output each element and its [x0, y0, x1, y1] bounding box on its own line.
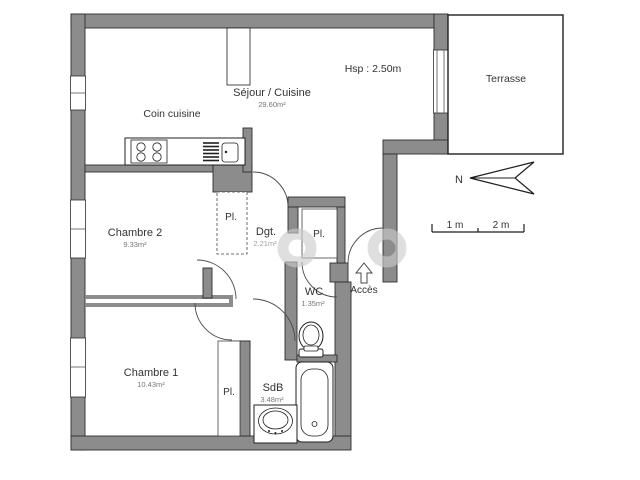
- bathtub-icon: [295, 361, 334, 443]
- dgt-area: 2.21m²: [253, 239, 277, 248]
- scale-1m-label: 1 m: [447, 220, 464, 231]
- scale-2m-label: 2 m: [493, 220, 510, 231]
- door-arc-sdb: [252, 298, 296, 342]
- closet-hall-label: Pl.: [225, 212, 237, 223]
- interior-walls: [84, 127, 346, 437]
- closet-hall: [216, 191, 248, 255]
- window-sejour: [70, 75, 86, 111]
- sdb-label: SdB: [263, 382, 284, 394]
- kitchen-sink-icon: [221, 142, 239, 163]
- wall-right-mid: [382, 153, 398, 283]
- closet-chambre1: [217, 340, 241, 437]
- ceiling-height-label: Hsp : 2.50m: [345, 63, 402, 75]
- north-label: N: [455, 174, 463, 186]
- door-arc-entrance: [347, 227, 384, 264]
- wall-sejour-chambre2: [84, 164, 214, 173]
- door-arc-dgt: [252, 171, 289, 208]
- wall-chambres-divider-b: [85, 303, 233, 307]
- door-arc-wc: [301, 261, 338, 298]
- kitchen-counter: [124, 137, 246, 166]
- terrace-outline: [447, 14, 564, 155]
- wall-sdb-left: [239, 340, 251, 437]
- chambre1-label: Chambre 1: [124, 367, 178, 379]
- wall-top: [70, 13, 435, 29]
- chambre1-area: 10.43m²: [137, 380, 165, 389]
- chambre2-label: Chambre 2: [108, 227, 162, 239]
- door-arc-chambre2: [196, 259, 237, 300]
- window-chambre2: [70, 199, 86, 259]
- dish-rack-icon: [203, 142, 219, 162]
- stove-icon: [130, 139, 168, 164]
- wall-block-kitchen: [212, 164, 253, 193]
- sejour-label: Séjour / Cuisine: [233, 87, 311, 99]
- access-label: Accès: [350, 285, 377, 296]
- door-arcs: [194, 171, 384, 342]
- wall-wc-left: [284, 261, 298, 361]
- terrasse-label: Terrasse: [486, 73, 526, 85]
- room-labels: Coin cuisine Séjour / Cuisine 29.60m² Hs…: [108, 63, 527, 404]
- north-arrow-icon: [469, 161, 535, 195]
- washbasin-icon: [253, 404, 298, 444]
- sejour-area: 29.60m²: [258, 100, 286, 109]
- wall-chambres-divider-a: [85, 295, 233, 299]
- windows: [70, 49, 449, 398]
- window-chambre1: [70, 337, 86, 398]
- access-arrow-icon: [354, 262, 374, 284]
- watermark-ring-2: [367, 228, 407, 268]
- wall-divider-cap: [229, 295, 233, 307]
- closets: [216, 191, 338, 437]
- wall-right-jog: [382, 139, 449, 155]
- scale-bar: 1 m 2 m: [431, 220, 525, 233]
- closet-entry-label: Pl.: [313, 229, 325, 240]
- chambre2-area: 9.33m²: [123, 240, 147, 249]
- wall-hall-horizontal: [287, 196, 346, 208]
- terrace-door: [433, 49, 449, 114]
- wc-area: 1.35m²: [301, 299, 325, 308]
- dgt-label: Dgt.: [256, 226, 276, 238]
- duct-column: [226, 27, 251, 86]
- wall-closet2-right: [336, 206, 346, 264]
- closet-chambre1-label: Pl.: [223, 387, 235, 398]
- coin-cuisine-label: Coin cuisine: [143, 108, 200, 120]
- wall-entry-connector: [329, 262, 349, 283]
- watermark-ring-1: [277, 228, 317, 268]
- wc-label: WC: [305, 286, 323, 298]
- sdb-area: 3.48m²: [260, 395, 284, 404]
- watermark: [277, 228, 407, 268]
- toilet-icon: [298, 321, 324, 358]
- door-arc-chambre1: [194, 302, 233, 341]
- wall-hall-stub: [202, 267, 213, 299]
